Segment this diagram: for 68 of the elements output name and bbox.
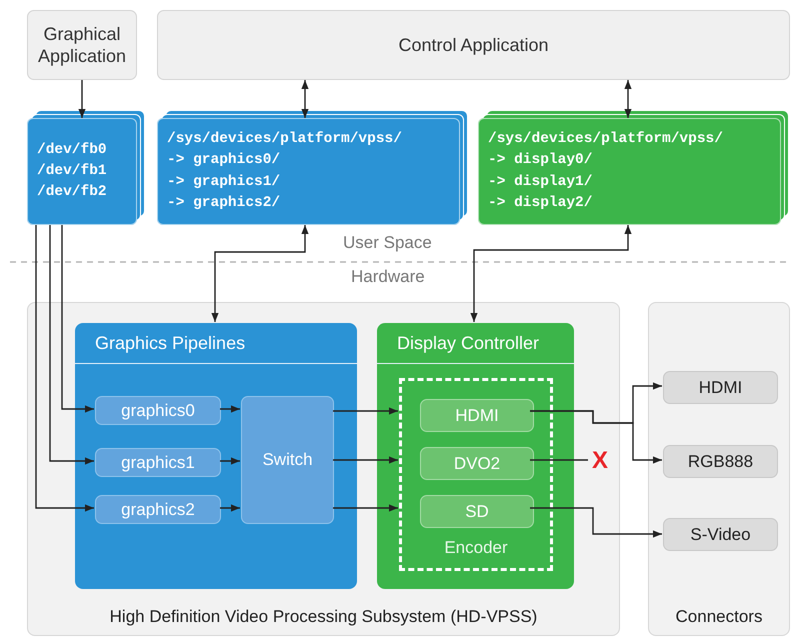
- sysfs-path-card: [27, 118, 137, 225]
- block: [95, 495, 221, 524]
- arrow: [530, 507, 662, 538]
- panel-title: Graphics Pipelines: [95, 333, 246, 354]
- arrow: [301, 80, 309, 118]
- path-text: /dev/fb2: [37, 183, 108, 202]
- block: [95, 396, 221, 425]
- arrow: [49, 225, 94, 465]
- panel-caption: Connectors: [674, 607, 764, 627]
- block-label: Switch: [262, 450, 313, 470]
- connector-label: RGB888: [688, 452, 754, 472]
- path-text: /sys/devices/platform/vpss/: [167, 130, 403, 150]
- application-box: [157, 10, 790, 80]
- connector-line: [530, 459, 588, 461]
- arrow: [35, 225, 94, 512]
- arrow: [220, 504, 240, 512]
- block: [420, 399, 534, 432]
- encoder-label: Encoder: [443, 538, 509, 558]
- arrow: [61, 225, 94, 413]
- panel-caption: High Definition Video Processing Subsystem (HD-VPSS): [108, 607, 538, 627]
- box-label: Control Application: [398, 34, 549, 56]
- connector-box: [663, 371, 778, 404]
- subsystem-panel: [27, 302, 620, 636]
- block-label: graphics0: [121, 400, 195, 420]
- path-text: -> display0/: [488, 151, 594, 170]
- disconnected-mark: X: [592, 447, 608, 475]
- arrow: [333, 407, 398, 415]
- block: [420, 447, 534, 480]
- block-label: DVO2: [454, 454, 500, 474]
- block: [420, 495, 534, 528]
- block: [95, 448, 221, 477]
- connector-box: [663, 445, 778, 478]
- connector-box: [663, 518, 778, 551]
- module-panel: [377, 323, 574, 589]
- layer-label: Hardware: [351, 267, 425, 287]
- path-text: -> display2/: [488, 194, 594, 213]
- arrow: [220, 457, 240, 465]
- path-text: -> display1/: [488, 172, 594, 192]
- arrow: [211, 225, 309, 322]
- block: [241, 396, 334, 524]
- connector-label: S-Video: [690, 524, 751, 544]
- block-label: HDMI: [455, 406, 499, 426]
- encoder-group: [399, 378, 553, 571]
- arrow: [624, 80, 632, 118]
- box-label: Graphical Application: [36, 22, 128, 68]
- path-text: -> graphics2/: [167, 194, 282, 213]
- application-box: [27, 10, 137, 80]
- path-text: /sys/devices/platform/vpss/: [488, 130, 724, 150]
- arrow: [78, 80, 86, 118]
- layer-label: User Space: [343, 233, 432, 253]
- block-label: graphics2: [121, 500, 195, 520]
- arrow: [470, 225, 632, 322]
- sysfs-path-card: [157, 118, 460, 225]
- arrow: [530, 410, 662, 464]
- arrow: [220, 405, 240, 413]
- connector-label: HDMI: [698, 378, 742, 398]
- sysfs-path-card: [478, 118, 781, 225]
- block-label: graphics1: [121, 452, 195, 472]
- arrow: [333, 504, 398, 512]
- path-text: /dev/fb1: [37, 162, 108, 181]
- block-label: SD: [465, 502, 489, 522]
- path-text: -> graphics0/: [167, 151, 282, 170]
- arrow: [333, 456, 398, 464]
- module-panel: [75, 323, 357, 589]
- subsystem-panel: [648, 302, 790, 636]
- path-text: -> graphics1/: [167, 172, 282, 192]
- path-text: /dev/fb0: [37, 140, 108, 160]
- panel-title: Display Controller: [397, 333, 540, 354]
